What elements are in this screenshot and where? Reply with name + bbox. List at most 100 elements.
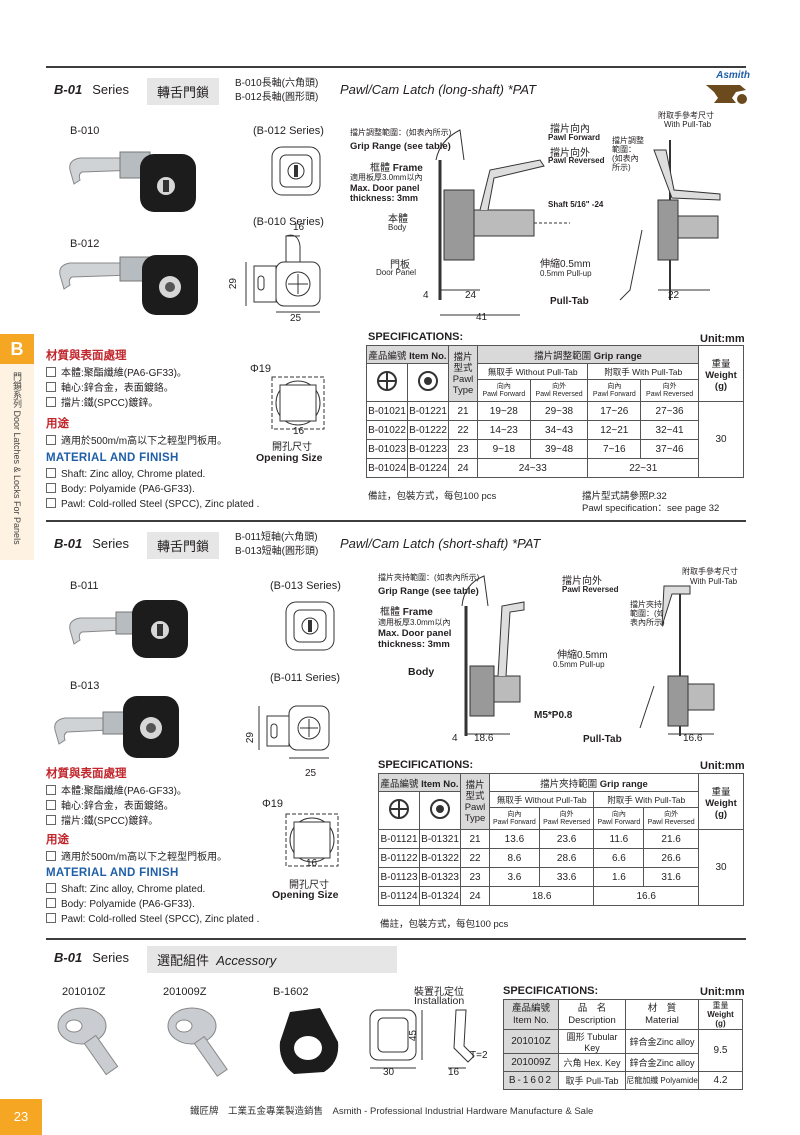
section-divider: [46, 520, 746, 522]
view-label: (B-013 Series): [270, 580, 341, 592]
front-view-round: [271, 146, 321, 196]
dim-width: 25: [290, 313, 302, 324]
lock-icon: [407, 363, 449, 402]
spec-note2-en: Pawl specification：see page 32: [582, 503, 720, 514]
installation-drawing: [369, 1009, 475, 1069]
model-line: B-013短軸(圓形頭): [235, 546, 319, 557]
body-label: Body: [408, 666, 435, 678]
cross-section-drawing: [435, 129, 721, 316]
cell: 23: [448, 439, 478, 459]
photo-label: 201010Z: [62, 986, 106, 998]
frame-label: 框體 Frame: [370, 163, 423, 174]
material-item: 本體:聚酯纖維(PA6-GF33)。: [46, 782, 187, 797]
opening-dim: 16: [306, 858, 318, 869]
cell: B-01323: [419, 867, 461, 887]
cell: 22: [460, 848, 490, 868]
front-view-round: [285, 601, 335, 651]
spec-unit: Unit:mm: [700, 333, 745, 345]
cell: 6.6: [593, 848, 645, 868]
photo-label: B-1602: [273, 986, 309, 998]
page-number: 23: [0, 1099, 42, 1135]
view-label: (B-011 Series): [270, 672, 341, 684]
cell: 24: [460, 886, 490, 906]
cell: 26.6: [643, 848, 699, 868]
spec-note: 備註，包裝方式，每包100 pcs: [368, 491, 497, 502]
cell: 21: [448, 401, 478, 421]
material-item: 軸心:鋅合金，表面鍍鉻。: [46, 797, 174, 812]
fwd-en: Pawl Forward: [548, 133, 601, 142]
dim-4: 4: [452, 733, 458, 744]
material-item: 本體:聚酯纖維(PA6-GF33)。: [46, 364, 187, 379]
thick-en: Max. Door panel thickness: 3mm: [378, 628, 452, 650]
model-line: B-010長軸(六角頭): [235, 78, 319, 89]
rev-cn: 擋片向外: [562, 576, 602, 587]
cell: 34~43: [529, 420, 589, 440]
grip-cn: 擋片調整範圍：(如表內所示): [350, 128, 452, 137]
with-cn: 附取手參考尺寸: [658, 111, 714, 120]
latch-photo-b013: [54, 696, 179, 758]
cell: B-01122: [378, 848, 420, 868]
weight-cell: 9.5: [698, 1029, 743, 1072]
dim-width: 25: [305, 768, 317, 779]
rev-cn: 擋片向外: [550, 148, 590, 159]
cell: 18.6: [488, 886, 595, 906]
weight-cell: 30: [698, 401, 744, 478]
with-en: With Pull-Tab: [690, 577, 738, 586]
cross-section-drawing: [461, 575, 715, 736]
thick-cn: 適用板厚3.0mm以內: [350, 173, 423, 182]
section-divider: [46, 66, 746, 68]
cell: 9~18: [477, 439, 531, 459]
material-item: 擋片:鐵(SPCC)鍍鋅。: [46, 812, 158, 827]
pull-tab-icon: [279, 1008, 339, 1074]
material-item: Pawl: Cold-rolled Steel (SPCC), Zinc pla…: [46, 498, 259, 510]
hex-key-icon: [167, 1007, 228, 1077]
opening-cn: 開孔尺寸: [289, 880, 329, 891]
material-heading-en: MATERIAL AND FINISH: [46, 867, 179, 879]
cell: 32~41: [640, 420, 699, 440]
photo-label: B-010: [70, 125, 100, 137]
spec-title: SPECIFICATIONS:: [368, 331, 464, 343]
dim-height: 29: [228, 278, 239, 290]
opening-dim: 16: [293, 426, 305, 437]
cell: 14~23: [477, 420, 531, 440]
cell: B-01221: [407, 401, 449, 421]
lock-icon: [366, 363, 408, 402]
brand-name: Asmith: [716, 70, 750, 81]
th-grip: 擋片夾持範圍 Grip range: [489, 773, 699, 792]
cell: B-01322: [419, 848, 461, 868]
cell: 23: [460, 867, 490, 887]
dim-4: 4: [423, 290, 429, 301]
section-cn-title: 選配組件 Accessory: [147, 946, 397, 973]
photo-label: B-011: [70, 580, 99, 592]
cell: B-01024: [366, 458, 408, 478]
pulltab-label: Pull-Tab: [550, 296, 589, 307]
cell: 19~28: [477, 401, 531, 421]
grip2-cn: 擋片夾持範圍：(如表內所示): [630, 600, 665, 627]
opening-dia: Φ19: [250, 363, 272, 375]
weight-cell: 30: [698, 829, 744, 906]
dim-key: 16: [293, 222, 305, 233]
use-item: 適用於500m/m高以下之輕型門板用。: [46, 432, 227, 447]
view-label: (B-012 Series): [253, 125, 324, 137]
latch-photo-b011: [69, 600, 188, 658]
cell: B-1602: [503, 1071, 559, 1090]
model-line: B-012長軸(圓形頭): [235, 92, 319, 103]
door-cn: 門板: [390, 260, 410, 271]
th-without: 無取手 Without Pull-Tab: [476, 363, 589, 380]
rev-en: Pawl Reversed: [548, 156, 605, 165]
grip-en: Grip Range (see table): [378, 586, 479, 597]
pullup-en: 0.5mm Pull-up: [553, 660, 605, 669]
cell: 鋅合金Zinc alloy: [625, 1029, 699, 1054]
th-grip: 擋片調整範圍 Grip range: [477, 345, 699, 364]
cell: 24~33: [476, 458, 589, 478]
pullup-cn: 伸縮0.5mm: [557, 650, 608, 661]
cell: 六角 Hex. Key: [558, 1053, 626, 1072]
door-en: Door Panel: [376, 268, 417, 277]
brand-logo: Asmith: [700, 70, 750, 110]
